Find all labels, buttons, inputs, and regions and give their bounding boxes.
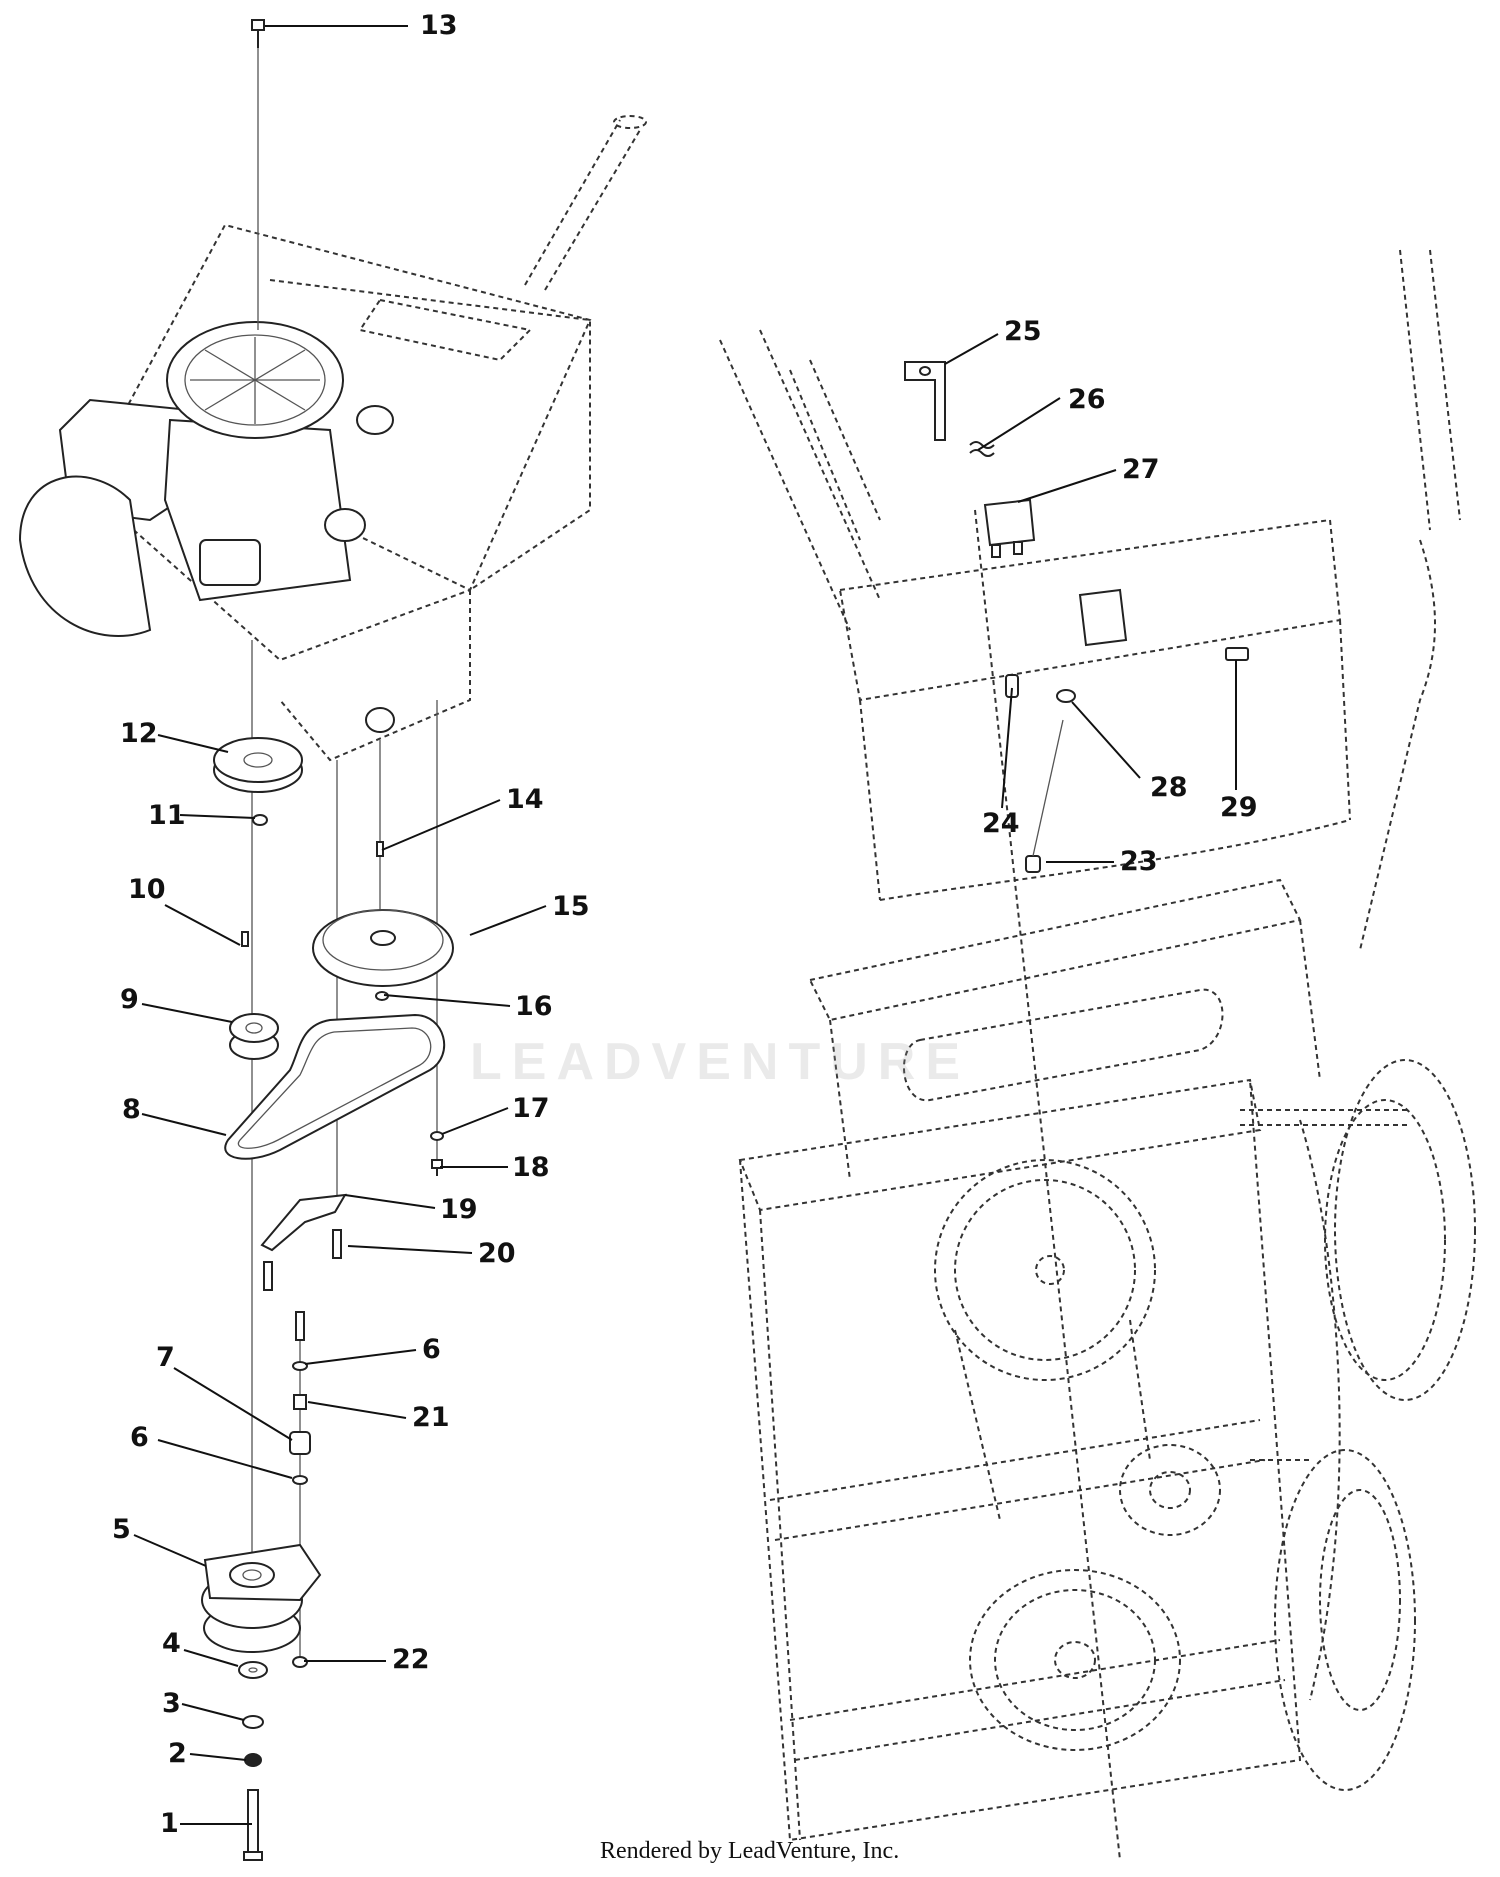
callout-number-2: 2: [168, 1738, 187, 1769]
part-13-bolt: [251, 19, 265, 48]
callout-number-7: 7: [156, 1342, 175, 1373]
callout-leader-6: [157, 1439, 293, 1479]
part-23-bolt: [1025, 719, 1064, 873]
part-28-washer: [1056, 689, 1076, 703]
relay-block: [1078, 588, 1128, 647]
part-15-pulley: [312, 909, 454, 987]
part-11-washer: [252, 814, 268, 826]
callout-leader-20: [347, 1245, 473, 1254]
callout-number-22: 22: [392, 1644, 430, 1675]
callout-number-5: 5: [112, 1514, 131, 1545]
part-18-bolt: [431, 1159, 443, 1176]
callout-number-12: 12: [120, 718, 158, 749]
part-6-washer-lower: [292, 1475, 308, 1485]
callout-leader-10: [164, 904, 241, 946]
callout-leader-26: [977, 397, 1061, 451]
callout-leader-12: [157, 734, 229, 753]
part-4-washer: [238, 1661, 268, 1679]
footer-credit: Rendered by LeadVenture, Inc.: [600, 1838, 900, 1864]
callout-number-4: 4: [162, 1628, 181, 1659]
part-2-lockwasher: [244, 1753, 262, 1767]
part-25-bracket: [904, 361, 946, 441]
callout-leader-5: [133, 1534, 207, 1567]
callout-leader-27: [1017, 469, 1117, 503]
callout-number-10: 10: [128, 874, 166, 905]
watermark: LEADVENTURE: [470, 1033, 971, 1091]
callout-leader-7: [173, 1367, 293, 1441]
callout-number-8: 8: [122, 1094, 141, 1125]
callout-number-24: 24: [982, 808, 1020, 839]
part-19-bracket: [260, 1193, 347, 1252]
part-8-belt: [224, 1013, 446, 1160]
callout-number-15: 15: [552, 891, 590, 922]
callout-number-3: 3: [162, 1688, 181, 1719]
callout-number-26: 26: [1068, 384, 1106, 415]
callout-leader-2: [189, 1753, 247, 1761]
part-27-switch: [983, 498, 1036, 558]
callout-leader-21: [307, 1401, 407, 1419]
part-20-bolts: [263, 1229, 342, 1341]
callout-number-20: 20: [478, 1238, 516, 1269]
part-26-spring: [969, 441, 995, 457]
callout-leader-4: [183, 1649, 239, 1667]
part-9-idler-pulley: [229, 1013, 279, 1060]
part-10-key: [241, 931, 249, 947]
part-6-washer-upper: [292, 1361, 308, 1371]
callout-number-21: 21: [412, 1402, 450, 1433]
engine-assembly: [18, 115, 647, 762]
callout-leader-6: [304, 1349, 417, 1365]
callout-number-14: 14: [506, 784, 544, 815]
callout-number-9: 9: [120, 984, 139, 1015]
callout-number-11: 11: [148, 800, 186, 831]
callout-number-6: 6: [130, 1422, 149, 1453]
callout-number-19: 19: [440, 1194, 478, 1225]
assembly-axis-lines: [251, 26, 438, 1660]
callout-leader-19: [344, 1194, 436, 1209]
callout-number-16: 16: [515, 991, 553, 1022]
part-12-pulley: [213, 737, 303, 793]
callout-leader-11: [179, 814, 256, 819]
callout-number-25: 25: [1004, 316, 1042, 347]
callout-leader-8: [141, 1113, 227, 1136]
callout-number-18: 18: [512, 1152, 550, 1183]
callout-number-27: 27: [1122, 454, 1160, 485]
part-29-fuse: [1225, 647, 1249, 661]
callout-leader-16: [383, 994, 511, 1007]
callout-number-13: 13: [420, 10, 458, 41]
part-1-bolt: [243, 1789, 263, 1861]
part-17-washer: [430, 1131, 444, 1141]
part-5-clutch: [201, 1543, 322, 1653]
callout-leader-24: [1001, 687, 1013, 809]
callout-number-28: 28: [1150, 772, 1188, 803]
part-7-spacer: [289, 1431, 311, 1455]
callout-leader-17: [441, 1107, 509, 1135]
callout-leader-15: [469, 905, 547, 936]
frame-assembly: [719, 249, 1476, 1861]
callout-number-6: 6: [422, 1334, 441, 1365]
callout-leader-14: [381, 799, 501, 851]
callout-number-29: 29: [1220, 792, 1258, 823]
part-21-spacer: [293, 1394, 307, 1410]
callout-number-23: 23: [1120, 846, 1158, 877]
callout-leader-9: [141, 1003, 233, 1023]
callout-number-1: 1: [160, 1808, 179, 1839]
part-3-washer: [242, 1715, 264, 1729]
callout-leader-25: [944, 333, 999, 365]
callout-number-17: 17: [512, 1093, 550, 1124]
callout-leader-28: [1071, 701, 1141, 779]
callout-leader-3: [181, 1703, 245, 1721]
